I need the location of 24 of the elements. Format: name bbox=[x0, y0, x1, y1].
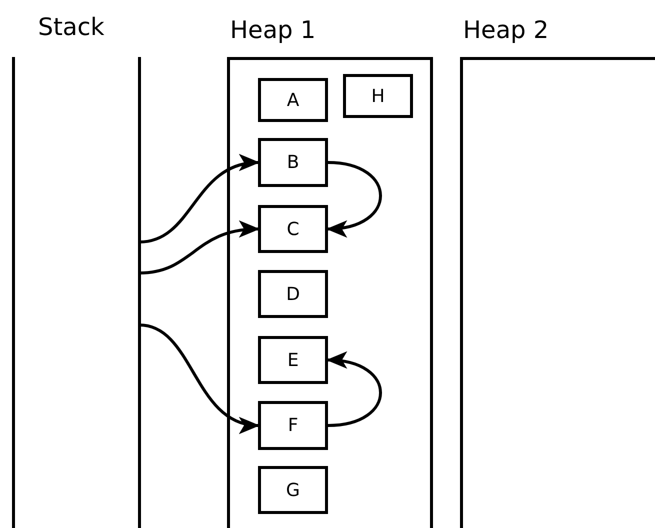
object-box bbox=[258, 270, 328, 318]
object-box bbox=[258, 78, 328, 122]
arrow bbox=[139, 221, 260, 274]
object-box bbox=[258, 401, 328, 450]
object-label: B bbox=[286, 152, 300, 173]
object-label: D bbox=[286, 284, 300, 304]
object-label: F bbox=[288, 415, 298, 436]
arrow bbox=[139, 156, 260, 244]
object-label: G bbox=[286, 480, 300, 500]
object-label: H bbox=[371, 86, 385, 106]
region-heading: Heap 2 bbox=[463, 15, 549, 45]
region-heading: Stack bbox=[38, 12, 104, 42]
object-box bbox=[258, 205, 328, 253]
object-label: A bbox=[286, 90, 300, 110]
object-box bbox=[258, 466, 328, 514]
object-box bbox=[343, 74, 413, 118]
object-box bbox=[258, 138, 328, 187]
arrow bbox=[326, 161, 382, 236]
object-label: C bbox=[286, 218, 300, 240]
region-heading: Heap 1 bbox=[230, 15, 316, 45]
arrow bbox=[139, 324, 260, 432]
object-label: E bbox=[287, 350, 299, 370]
object-box bbox=[258, 336, 328, 384]
arrow bbox=[326, 352, 382, 427]
